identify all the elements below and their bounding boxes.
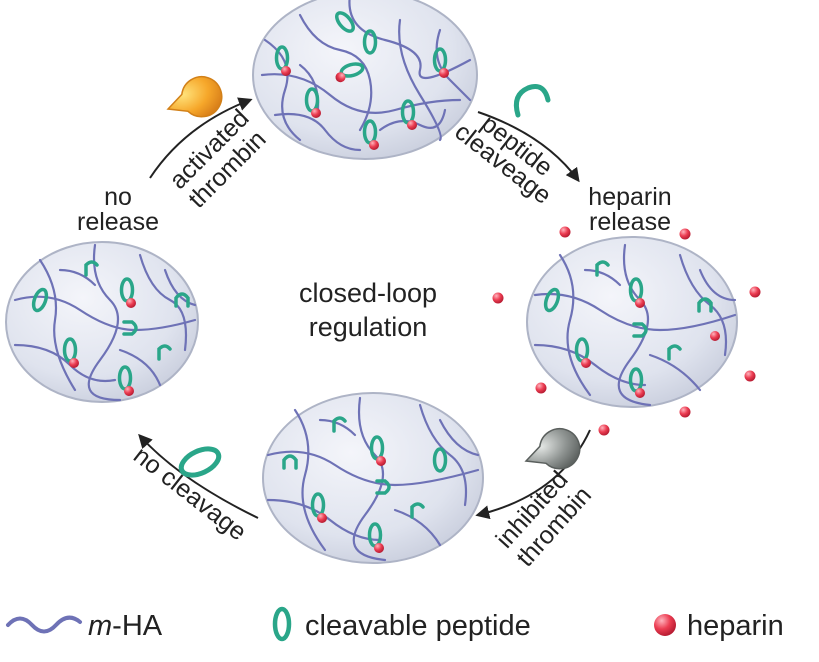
label-heparin-release-line2: release [589,208,671,236]
m-ha-network [266,396,480,562]
legend-m-ha-suffix: -HA [112,610,163,642]
legend: m-HA cleavable peptide heparin [6,606,784,642]
label-no-release-line2: release [77,208,159,236]
pacman-icon [524,427,581,470]
horseshoe-icon [513,84,551,118]
hydrogel-sphere-right [526,236,738,408]
legend-heparin: heparin [687,610,784,642]
m-ha-legend-icon [6,615,82,634]
pacman-icon [166,75,223,118]
hydrogel-sphere-bottom [262,392,484,564]
label-heparin-release-line1: heparin [588,183,671,211]
legend-m-ha-prefix: m [88,610,112,642]
m-ha-network [260,0,472,152]
arrow-no-cleavage [138,433,259,519]
hydrogel-sphere-top [252,0,478,160]
legend-m-ha: m-HA [88,610,163,642]
released-heparin [492,226,761,436]
legend-cleavable-peptide: cleavable peptide [305,610,531,642]
peptide-legend-icon [272,606,292,642]
heparin-legend-icon [654,614,676,636]
center-title-line2: regulation [309,312,428,342]
arrow-peptide-cleavage [477,111,580,183]
arrow-activated-thrombin [149,97,253,179]
ring-icon [178,446,222,478]
label-no-release-line1: no [104,183,132,211]
hydrogel-sphere-left [5,241,199,403]
arrow-inhibited-thrombin [475,429,591,520]
center-title-line1: closed-loop [299,278,437,308]
